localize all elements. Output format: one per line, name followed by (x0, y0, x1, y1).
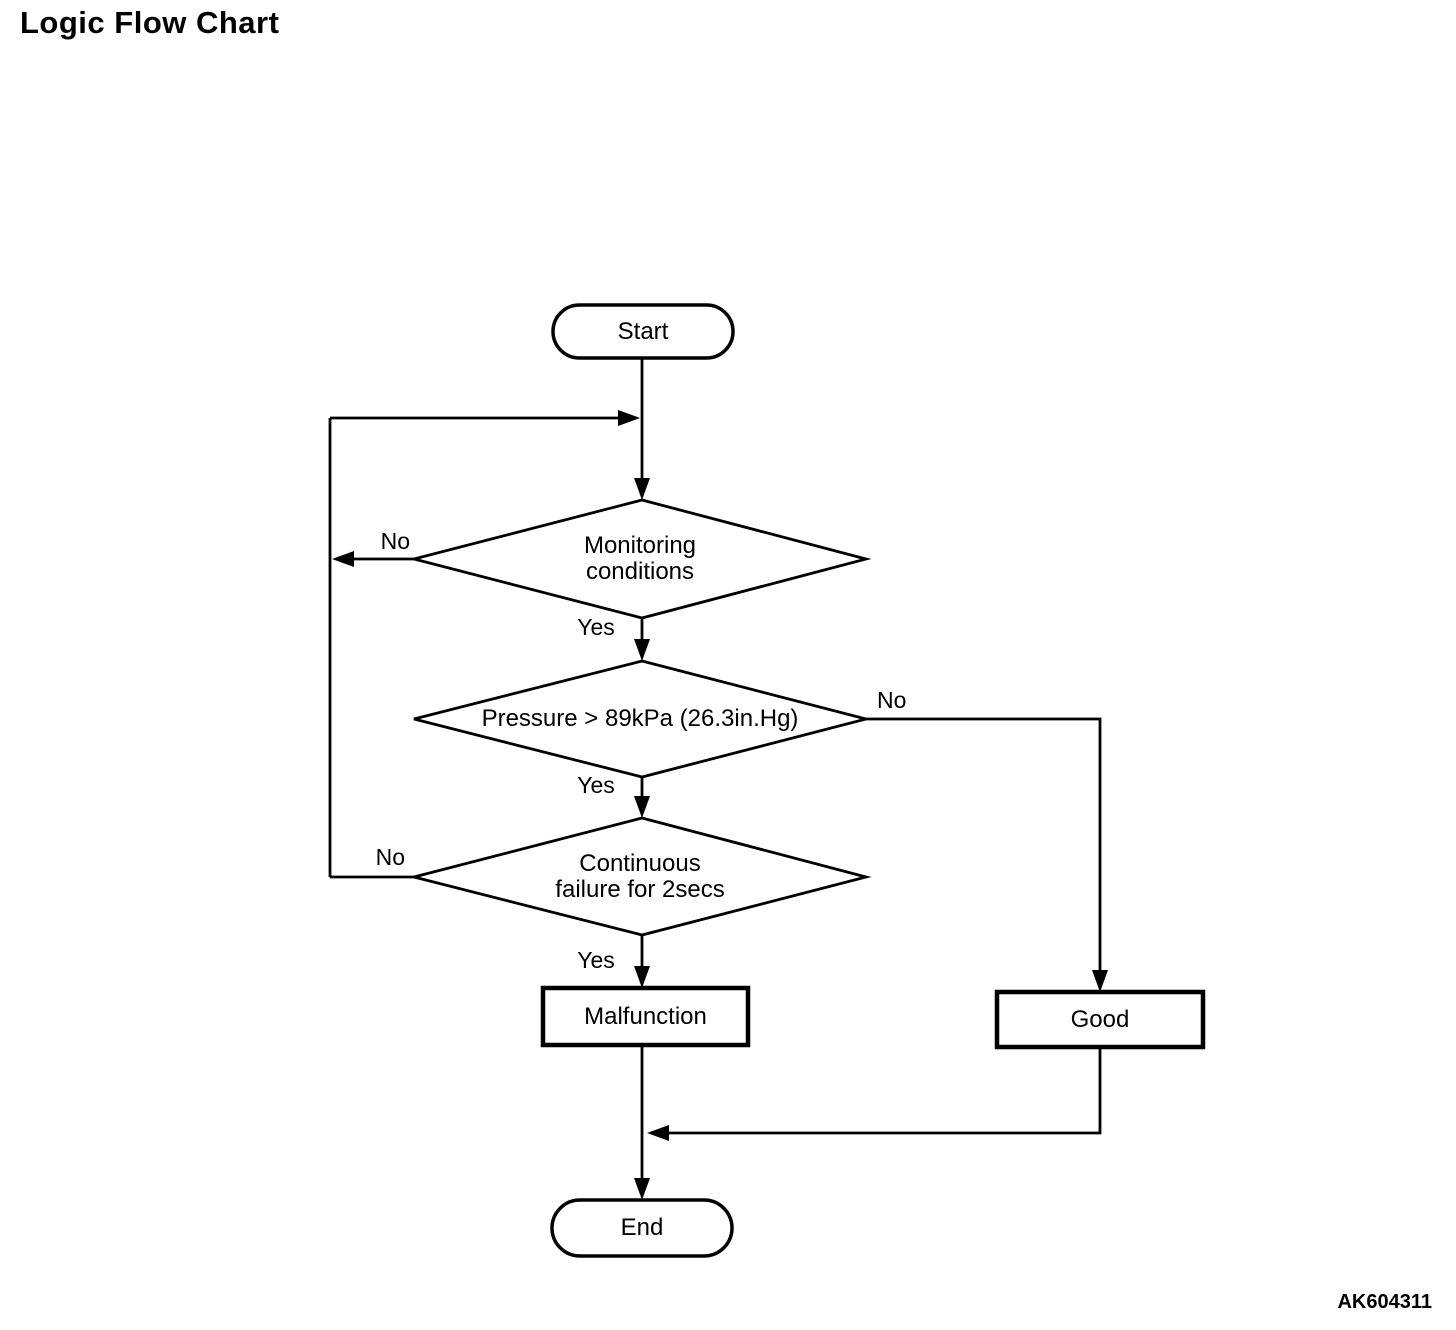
pressure-decision-shape (413, 659, 872, 779)
monitoring-yes-label: Yes (577, 614, 615, 640)
continuous-label: Continuous failure for 2secs (555, 849, 725, 903)
arrowhead-down-good-icon (1092, 970, 1108, 992)
arrowhead-down-end-icon (634, 1178, 650, 1200)
arrowhead-left-monitoring-no-icon (332, 551, 354, 567)
continuous-decision-shape (413, 816, 872, 937)
continuous-no-label: No (375, 844, 405, 870)
figure-code: AK604311 (1337, 1291, 1432, 1313)
arrowhead-down-malfunction-icon (634, 966, 650, 988)
arrowhead-left-convergence-icon (647, 1125, 669, 1141)
monitoring-no-label: No (380, 528, 410, 554)
edge-good-to-end (658, 1047, 1102, 1135)
edge-pressure-no (866, 717, 1102, 983)
node-shapes (408, 303, 1206, 1258)
arrowhead-right-loopback-icon (618, 410, 640, 426)
arrowhead-down-pressure-icon (634, 639, 650, 661)
pressure-yes-label: Yes (577, 772, 615, 798)
page-title: Logic Flow Chart (20, 5, 280, 40)
start-label: Start (617, 317, 669, 345)
edge-lines (328, 357, 1102, 1190)
start-terminator-shape (551, 303, 735, 360)
monitoring-label: Monitoring conditions (583, 532, 697, 585)
end-label: End (620, 1214, 664, 1241)
malfunction-label: Malfunction (584, 1002, 707, 1030)
arrowhead-down-monitoring-icon (634, 478, 650, 500)
malfunction-process-shape (540, 985, 751, 1048)
arrowhead-down-continuous-icon (634, 796, 650, 818)
monitoring-decision-shape (408, 498, 872, 620)
arrowheads (332, 410, 1108, 1200)
continuous-yes-label: Yes (577, 947, 615, 973)
pressure-label: Pressure > 89kPa (26.3in.Hg) (481, 705, 799, 732)
good-label: Good (1070, 1005, 1130, 1033)
good-process-shape (994, 989, 1206, 1050)
pressure-no-label: No (877, 687, 907, 713)
